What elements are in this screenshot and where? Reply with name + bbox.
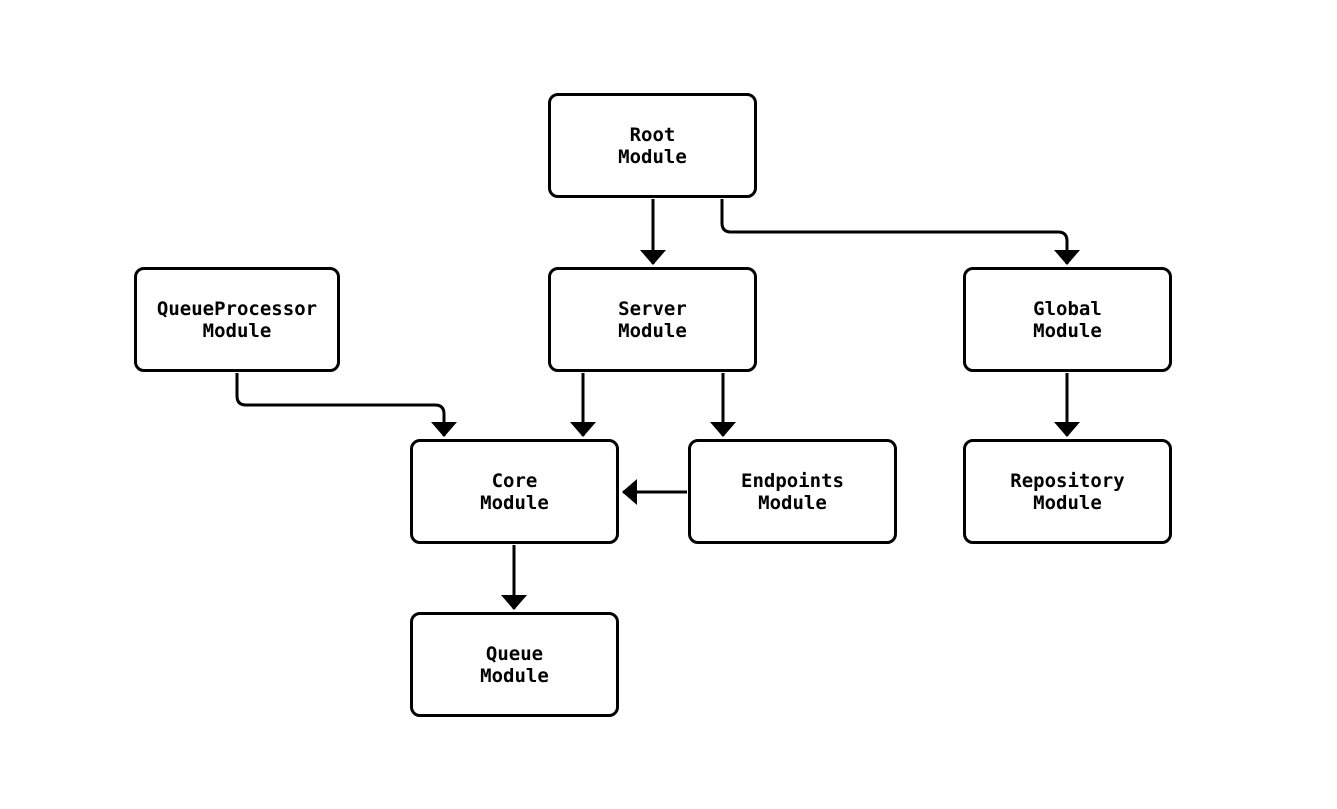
node-server-module-label: Server Module bbox=[618, 297, 687, 342]
node-server-module: Server Module bbox=[548, 267, 757, 372]
node-core-module-label: Core Module bbox=[480, 469, 549, 514]
node-root-module: Root Module bbox=[548, 93, 757, 198]
edge-queueprocessor-to-core bbox=[235, 373, 457, 437]
node-global-module-label: Global Module bbox=[1033, 297, 1102, 342]
node-repository-module: Repository Module bbox=[963, 439, 1172, 544]
node-queue-module: Queue Module bbox=[410, 612, 619, 717]
node-queueprocessor-module-label: QueueProcessor Module bbox=[156, 297, 318, 342]
node-global-module: Global Module bbox=[963, 267, 1172, 372]
node-queueprocessor-module: QueueProcessor Module bbox=[134, 267, 340, 372]
node-endpoints-module: Endpoints Module bbox=[688, 439, 897, 544]
node-core-module: Core Module bbox=[410, 439, 619, 544]
node-repository-module-label: Repository Module bbox=[1010, 469, 1125, 514]
node-queue-module-label: Queue Module bbox=[480, 642, 549, 687]
node-endpoints-module-label: Endpoints Module bbox=[741, 469, 844, 514]
edge-root-to-global bbox=[720, 199, 1080, 265]
node-root-module-label: Root Module bbox=[618, 123, 687, 168]
